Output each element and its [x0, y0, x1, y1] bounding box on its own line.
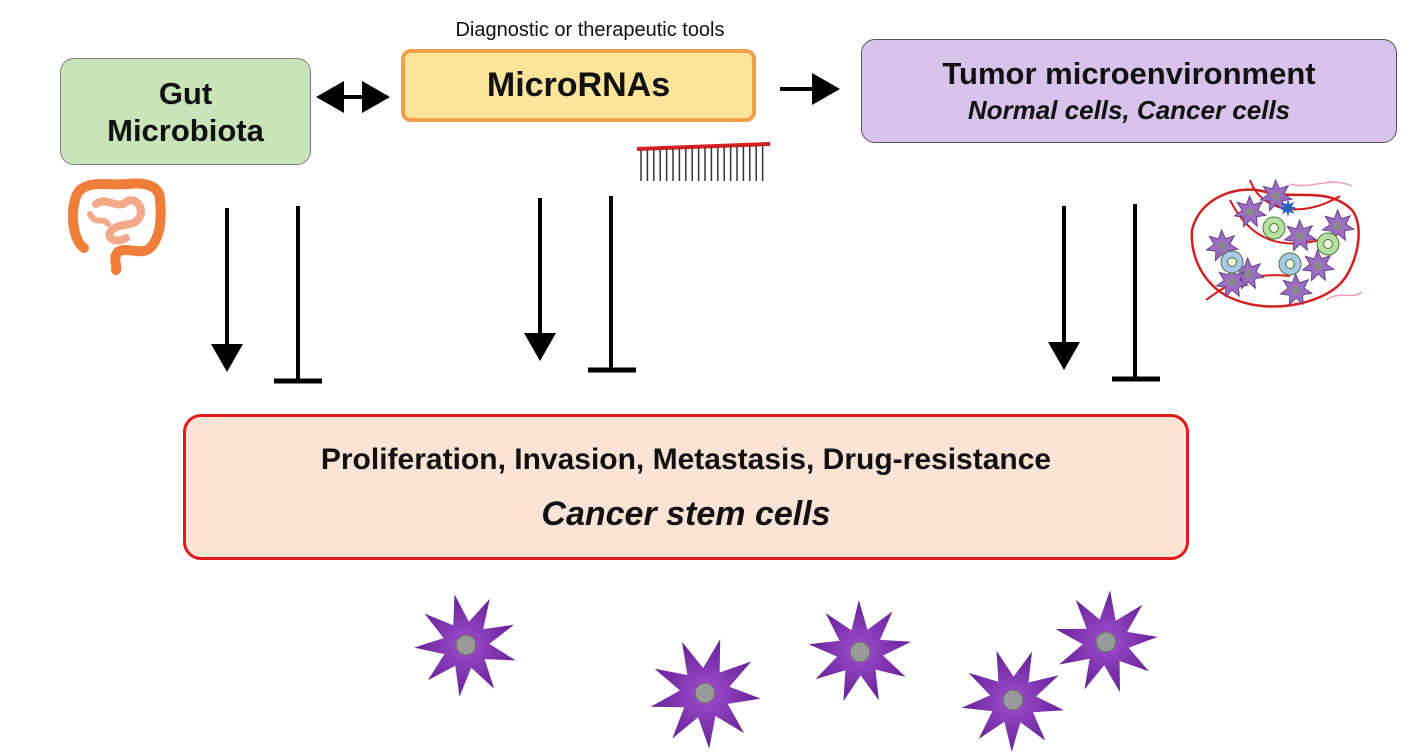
- cancer-stem-cell-icon: [961, 650, 1064, 752]
- cancer-stem-cell-icon: [808, 600, 911, 702]
- cancer-stem-cell-icon: [1055, 590, 1158, 693]
- mirna-inhibition-bar: [588, 196, 636, 373]
- intestine-icon: [67, 178, 166, 275]
- outcome-effects: Proliferation, Invasion, Metastasis, Dru…: [320, 443, 1052, 476]
- cancer-stem-cell-icon: [414, 594, 516, 697]
- tools-caption: Diagnostic or therapeutic tools: [455, 19, 725, 41]
- tumor-cells-icon: [1190, 178, 1363, 308]
- outcome-cancer-stem-cells: Cancer stem cells: [541, 495, 831, 533]
- outcome-node: Proliferation, Invasion, Metastasis, Dru…: [183, 414, 1189, 560]
- gut-label-line1: Gut: [158, 75, 213, 111]
- micrornas-node: MicroRNAs: [401, 49, 756, 122]
- gut-label-line2: Microbiota: [107, 112, 264, 148]
- microrna-strand-icon: [636, 142, 771, 181]
- gut-inhibition-bar: [274, 206, 322, 384]
- cancer-stem-cells-group: [414, 590, 1158, 752]
- mirna-label: MicroRNAs: [486, 66, 671, 104]
- gut-microbiota-node: Gut Microbiota: [60, 58, 311, 165]
- tumor-microenvironment-node: Tumor microenvironment Normal cells, Can…: [861, 39, 1397, 143]
- tumor-inhibition-bar: [1112, 204, 1160, 382]
- cancer-stem-cell-icon: [650, 639, 761, 749]
- tumor-subtitle: Normal cells, Cancer cells: [967, 95, 1291, 125]
- tumor-title: Tumor microenvironment: [942, 56, 1316, 91]
